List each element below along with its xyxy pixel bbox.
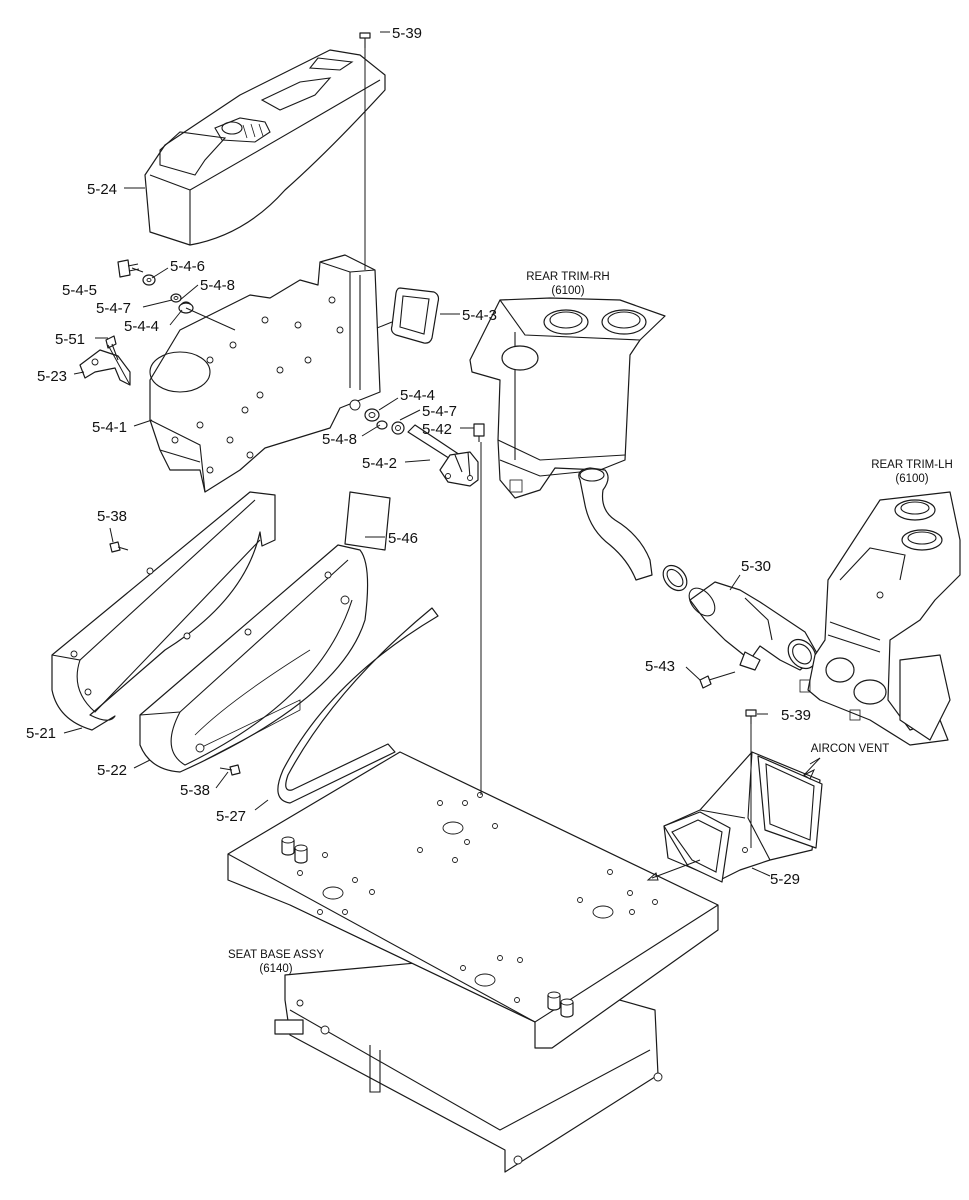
washer-5-4-6 [142,274,156,286]
callout-5-4-7-mid: 5-4-7 [422,403,457,420]
hose-clamp [662,564,688,592]
screw-5-39-top [359,32,371,48]
callout-5-4-4-mid: 5-4-4 [400,387,435,404]
callout-5-23: 5-23 [37,368,67,385]
caption-seat-base-ref: (6140) [259,963,292,975]
callout-5-4-8-mid: 5-4-8 [322,431,357,448]
caption-rear-trim-lh-ref: (6100) [895,473,928,485]
callout-5-4-4-top: 5-4-4 [124,318,159,335]
rear-trim-lh-drawing [799,491,961,746]
seat-base-holes [297,792,658,1003]
assembly-captions: REAR TRIM-RH (6100) REAR TRIM-LH (6100) … [228,271,953,975]
callout-5-27: 5-27 [216,808,246,825]
callout-5-4-3: 5-4-3 [462,307,497,324]
callout-5-39-top: 5-39 [392,25,422,42]
aircon-vent-5-29 [663,751,823,883]
callout-5-4-5: 5-4-5 [62,282,97,299]
callout-5-4-7-top: 5-4-7 [96,300,131,317]
console-cover-5-24 [144,49,386,246]
trim-strip-5-27 [277,607,439,804]
caption-rear-trim-lh: REAR TRIM-LH [871,459,953,471]
callout-5-38-bottom: 5-38 [180,782,210,799]
bracket-5-4-1 [149,254,381,493]
callout-5-21: 5-21 [26,725,56,742]
callout-5-24: 5-24 [87,181,117,198]
callout-5-22: 5-22 [97,762,127,779]
gasket-5-4-3 [390,287,440,344]
callout-5-4-1: 5-4-1 [92,419,127,436]
callout-5-39-right: 5-39 [781,707,811,724]
caption-aircon-vent: AIRCON VENT [811,743,890,755]
screw-5-43 [699,671,736,689]
callout-labels: 5-39 5-24 5-4-6 5-4-5 5-4-8 5-4-7 5-4-4 … [26,25,811,888]
callout-5-29: 5-29 [770,871,800,888]
pin-assembly-5-4-2 [407,424,479,487]
bolt-5-42 [473,423,485,442]
screw-5-39-right [745,709,757,724]
callout-5-4-6: 5-4-6 [170,258,205,275]
callout-5-43: 5-43 [645,658,675,675]
callout-5-38-top: 5-38 [97,508,127,525]
caption-rear-trim-rh: REAR TRIM-RH [526,271,609,283]
callout-5-42: 5-42 [422,421,452,438]
side-panel-5-21 [51,491,276,731]
callout-5-46: 5-46 [388,530,418,547]
bolt-5-4-5 [117,259,140,278]
callout-5-4-8-top: 5-4-8 [200,277,235,294]
washer-5-4-7-top [170,293,182,303]
caption-seat-base-assy: SEAT BASE ASSY [228,949,324,961]
caption-rear-trim-rh-ref: (6100) [551,285,584,297]
callout-5-30: 5-30 [741,558,771,575]
callout-5-4-2: 5-4-2 [362,455,397,472]
callout-5-51: 5-51 [55,331,85,348]
seat-base-assy-drawing [227,751,719,1173]
bushing-5-4-4-mid [364,408,380,422]
rear-trim-rh-drawing [469,297,666,581]
nut-5-4-8-mid [376,420,388,430]
screw-5-38-bottom [219,764,241,776]
label-plate-5-46 [344,491,391,551]
seat-base-studs [281,836,574,1018]
side-panel-5-22 [139,544,369,773]
duct-5-30 [688,581,819,671]
clip-5-23 [79,349,131,386]
bracket-holes [171,296,361,474]
washer-5-4-7-mid [391,421,405,435]
leader-lines [63,31,821,881]
screw-5-38-top [109,541,129,553]
